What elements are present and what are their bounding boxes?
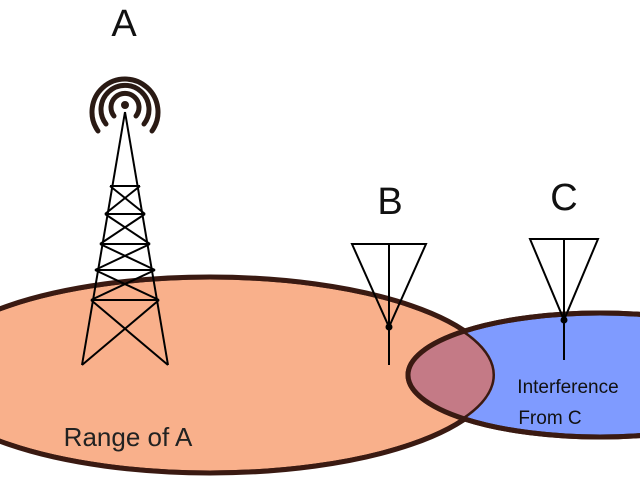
antenna-icon [350, 243, 428, 365]
node-c-label: C [550, 177, 577, 219]
interference-label-line1: Interference [517, 377, 618, 398]
signal-waves-icon [89, 76, 161, 134]
radio-tower-icon [81, 111, 169, 366]
tower-a-label: A [111, 3, 137, 45]
interference-label-line2: From C [518, 408, 581, 429]
node-b-label: B [377, 181, 402, 223]
antenna-icon [528, 238, 600, 360]
range-a-label: Range of A [64, 422, 193, 452]
